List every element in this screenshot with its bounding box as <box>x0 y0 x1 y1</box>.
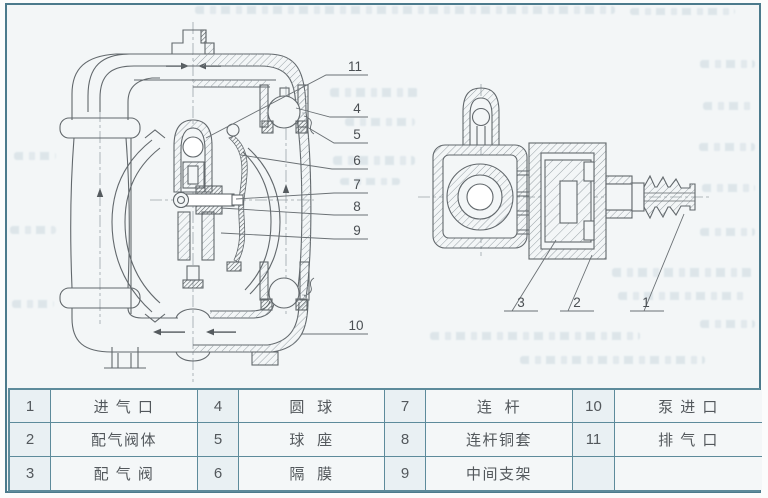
part-name: 中间支架 <box>426 456 573 490</box>
pump-front-section-view <box>59 22 315 382</box>
part-no: 7 <box>385 390 426 424</box>
bolt-hole <box>471 107 491 127</box>
callout-9: 9 <box>353 223 361 238</box>
connecting-rod <box>181 193 235 207</box>
rod-bushing <box>195 205 223 215</box>
pilot-ball <box>182 136 204 158</box>
part-name: 隔 膜 <box>239 456 385 490</box>
part-no: 9 <box>385 456 426 490</box>
center-mechanism <box>172 119 244 289</box>
part-name: 圆 球 <box>239 390 385 424</box>
part-name: 排 气 口 <box>615 423 762 457</box>
center-bracket <box>201 211 215 261</box>
callout-numbers-left: 11 4 5 6 7 8 9 10 <box>348 59 364 333</box>
upper-ball-valve <box>259 84 309 134</box>
left-pipe <box>59 53 193 369</box>
callout-3: 3 <box>517 295 525 310</box>
diaphragm <box>226 123 248 272</box>
side-body <box>432 144 528 249</box>
part-no <box>573 456 615 490</box>
part-no: 5 <box>198 423 239 457</box>
part-no: 10 <box>573 390 615 424</box>
ball <box>267 95 301 129</box>
clamp-tab <box>462 87 500 146</box>
gasket-bolts <box>517 170 529 235</box>
hose-barb-fitting <box>605 174 696 220</box>
part-no: 2 <box>10 423 51 457</box>
part-name: 配气阀体 <box>51 423 198 457</box>
part-name: 连杆铜套 <box>426 423 573 457</box>
callout-6: 6 <box>353 153 361 168</box>
pump-section-diagram: 11 4 5 6 7 8 9 10 3 2 1 <box>59 22 712 382</box>
part-no: 8 <box>385 423 426 457</box>
left-chamber <box>111 129 166 323</box>
part-name: 连 杆 <box>426 390 573 424</box>
callout-2: 2 <box>573 295 581 310</box>
callout-4: 4 <box>353 101 361 116</box>
parts-table: 1 进 气 口 4 圆 球 7 连 杆 10 泵 进 口 2 配气阀体 5 球 … <box>8 388 762 492</box>
callout-7: 7 <box>353 177 361 192</box>
center-bracket <box>177 211 191 261</box>
bottom-manifold <box>175 299 309 366</box>
callout-11: 11 <box>348 59 362 74</box>
ball-seat <box>295 298 308 311</box>
part-no: 4 <box>198 390 239 424</box>
pump-side-view <box>418 84 712 260</box>
part-name <box>615 456 762 490</box>
part-name: 进 气 口 <box>51 390 198 424</box>
left-foot <box>104 347 146 369</box>
callouts-right <box>504 213 685 312</box>
right-foot <box>251 351 279 366</box>
ball-seat <box>295 120 308 134</box>
air-valve-block <box>517 142 607 260</box>
rod-bushing <box>195 185 223 195</box>
part-name: 配 气 阀 <box>51 456 198 490</box>
part-no: 3 <box>10 456 51 490</box>
part-no: 6 <box>198 456 239 490</box>
callout-5: 5 <box>353 127 361 142</box>
ball-seat <box>260 298 273 311</box>
part-no: 1 <box>10 390 51 424</box>
part-no: 11 <box>573 423 615 457</box>
callout-8: 8 <box>353 199 361 214</box>
callouts-left <box>205 74 368 335</box>
ball <box>268 277 300 309</box>
callout-10: 10 <box>348 318 363 333</box>
lower-ball-valve <box>259 261 310 311</box>
part-name: 泵 进 口 <box>615 390 762 424</box>
part-name: 球 座 <box>239 423 385 457</box>
callout-numbers-right: 3 2 1 <box>517 295 650 310</box>
ball-seat <box>261 120 274 134</box>
callout-1: 1 <box>642 295 650 310</box>
